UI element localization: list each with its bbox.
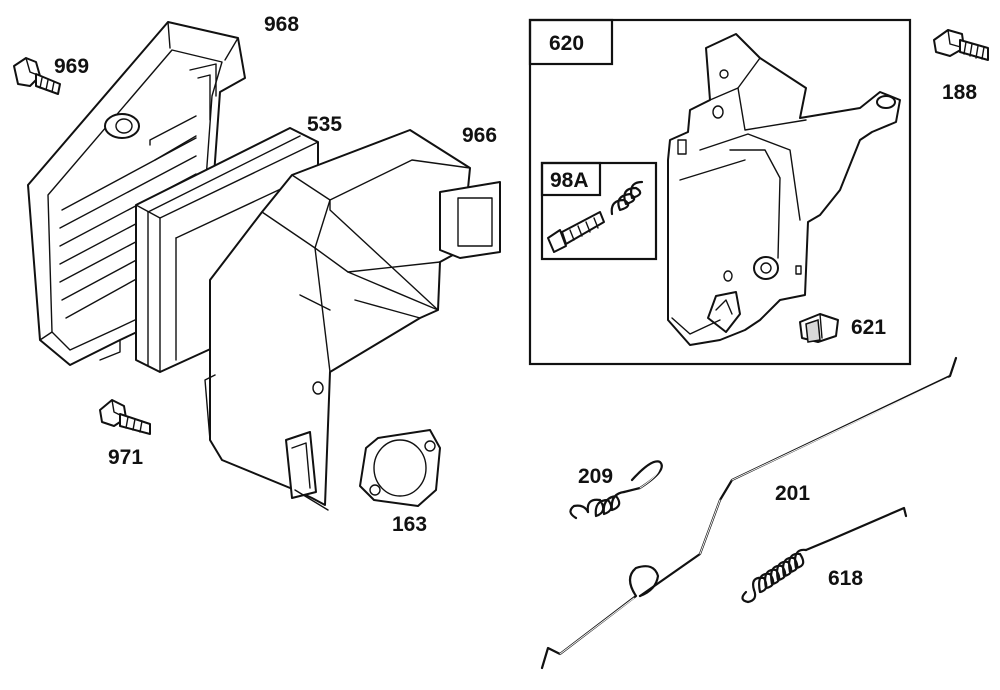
label-188: 188 [942, 81, 977, 104]
spring-618 [741, 506, 908, 604]
label-98a: 98A [550, 169, 589, 192]
bolt-188 [933, 29, 989, 61]
air-cleaner-cover-966 [204, 129, 501, 511]
part-98a-box [540, 161, 658, 261]
gasket-163 [359, 429, 441, 507]
bolt-971 [99, 399, 151, 435]
label-969: 969 [54, 55, 89, 78]
label-620: 620 [549, 32, 584, 55]
label-971: 971 [108, 446, 143, 469]
label-201: 201 [775, 482, 810, 505]
clip-621 [799, 313, 839, 343]
label-966: 966 [462, 124, 497, 147]
screw-969 [13, 57, 61, 95]
label-163: 163 [392, 513, 427, 536]
governor-bracket-620 [667, 33, 901, 346]
label-535: 535 [307, 113, 342, 136]
label-209: 209 [578, 465, 613, 488]
label-968: 968 [264, 13, 299, 36]
label-618: 618 [828, 567, 863, 590]
label-621: 621 [851, 316, 886, 339]
part-620-box [528, 18, 912, 366]
link-rod-201 [540, 356, 958, 670]
adjusting-screw-98a [547, 180, 644, 253]
spring-209 [569, 460, 663, 520]
